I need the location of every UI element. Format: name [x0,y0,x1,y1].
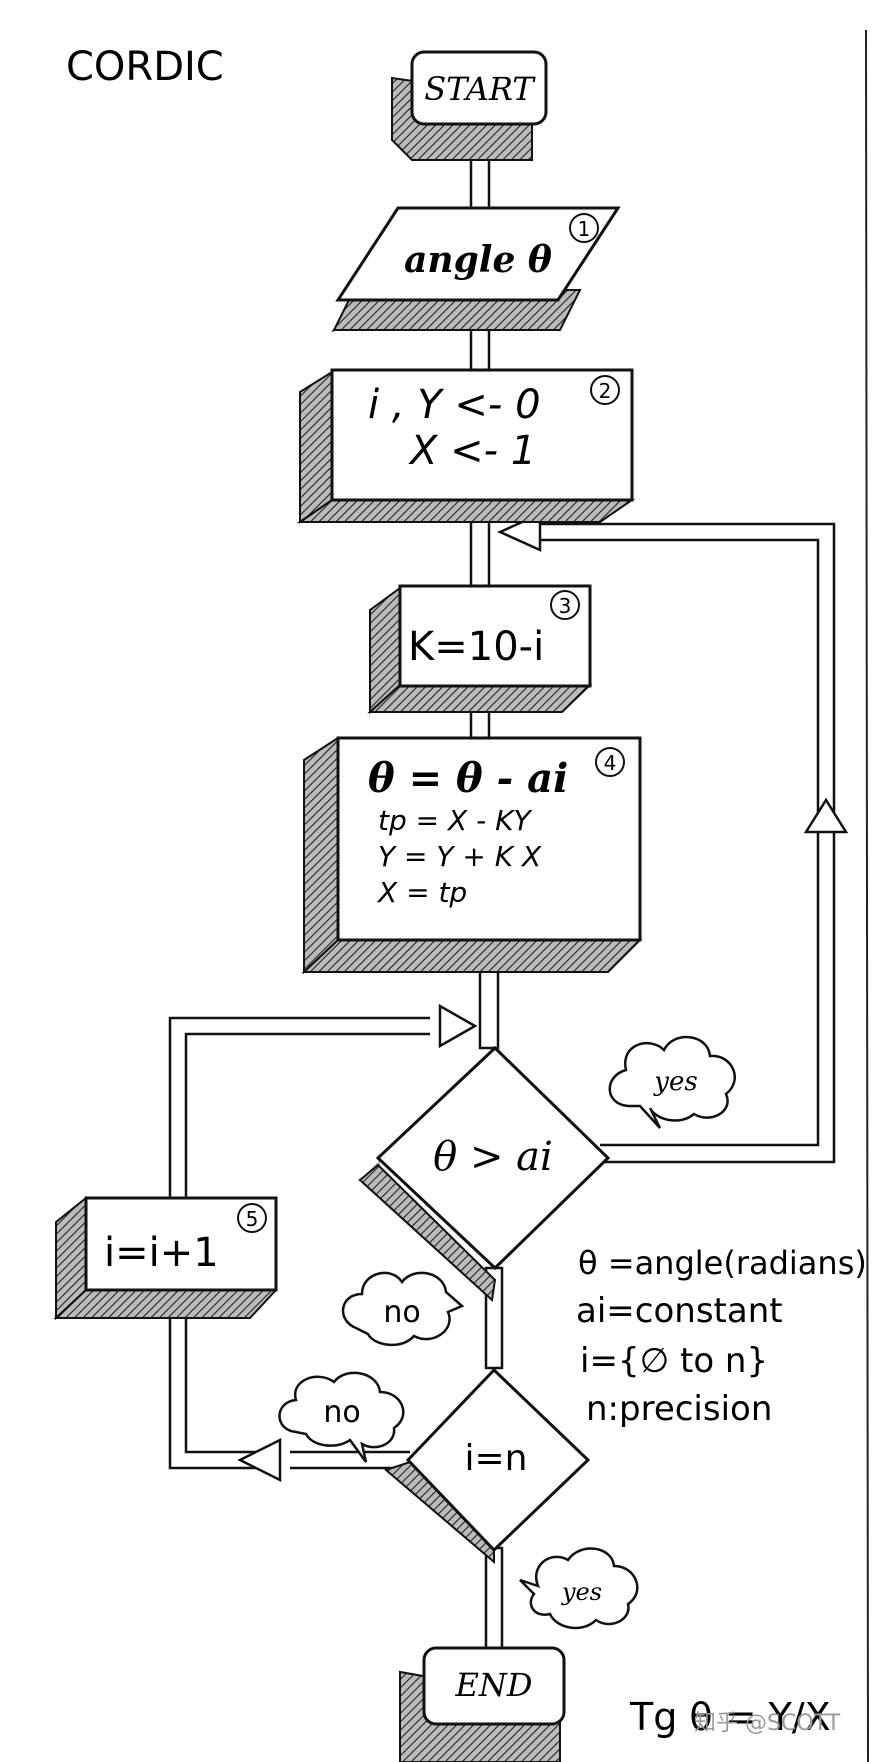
step-badge [237,1203,267,1233]
bubble-no-mid: no [341,1271,465,1346]
init-node: i , Y <- 0 X <- 1 2 [296,368,636,524]
bubble-yes-bottom: yes [519,1547,639,1630]
legend: θ =angle(radians) ai=constant i={∅ to n}… [576,1244,867,1429]
rotate-line-3: Y = Y + K X [378,840,542,873]
step-badge [590,375,620,405]
bubble-yes-top: yes [608,1035,736,1129]
svg-text:yes: yes [653,1067,697,1097]
start-node: START [391,50,548,161]
arrow-head-left-icon [237,1437,282,1483]
diagram-title: CORDIC [66,44,224,90]
decision-i-label: i=n [465,1438,528,1479]
svg-text:yes: yes [561,1578,602,1606]
increment-node: i=i+1 5 [53,1195,279,1321]
decision-theta-label: θ > ai [433,1134,553,1180]
arrow-head-up-icon [803,797,849,834]
end-label: END [454,1666,532,1704]
legend-line-1: θ =angle(radians) [578,1244,867,1282]
end-node: END [399,1646,566,1762]
step-number: 5 [246,1207,259,1231]
decision-i-node: i=n [384,1367,591,1565]
rotate-line-2: tp = X - KY [378,804,532,837]
step-badge [550,590,580,620]
k-step-node: K=10-i 3 [367,584,593,715]
arrow-head-right-icon [438,1003,478,1049]
step-number: 1 [578,217,591,241]
svg-text:no: no [323,1395,360,1430]
formula-text: Tg θ = Y/X [629,1695,831,1739]
init-line-1: i , Y <- 0 [368,382,541,428]
step-badge [569,213,599,243]
k-step-label: K=10-i [408,624,544,670]
step-number: 4 [604,751,617,775]
step-number: 2 [599,379,612,403]
increment-loop-pipe [168,1016,430,1470]
watermark-text: 知乎 @SCOTT [694,1711,841,1736]
main-pipes [469,138,504,1650]
start-label: START [424,70,536,108]
init-line-2: X <- 1 [408,428,536,474]
input-label: angle θ [404,239,552,281]
legend-line-2: ai=constant [576,1291,783,1331]
step-number: 3 [559,594,572,618]
increment-label: i=i+1 [104,1230,219,1276]
rotate-node: θ = θ - ai tp = X - KY Y = Y + K X X = t… [301,736,643,975]
yes-loop-pipe [520,522,836,1164]
rotate-line-1: θ = θ - ai [368,755,568,802]
legend-line-4: n:precision [586,1389,772,1429]
bubble-no-left: no [278,1371,405,1463]
page-border-line [865,29,869,1762]
step-badge [595,747,625,777]
decision-theta-node: θ > ai [358,1045,611,1302]
svg-text:no: no [383,1295,420,1330]
legend-line-3: i={∅ to n} [580,1341,768,1381]
input-node: angle θ 1 [331,206,621,333]
rotate-line-4: X = tp [376,876,467,909]
